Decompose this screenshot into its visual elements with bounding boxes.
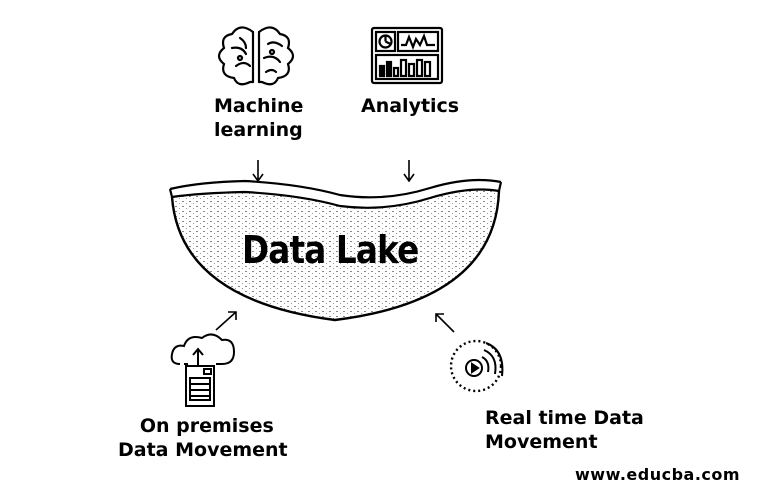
- on-premises-line1: On premises: [139, 415, 274, 437]
- analytics-label: Analytics: [361, 94, 459, 118]
- brain-icon: [217, 26, 295, 86]
- analytics-line1: Analytics: [361, 95, 460, 117]
- dashboard-icon: [370, 26, 444, 85]
- streaming-icon: [449, 339, 504, 393]
- arrow-ml-down: [252, 160, 264, 183]
- data-lake-title: Data Lake: [242, 228, 419, 272]
- cloud-server-icon: [170, 333, 236, 407]
- on-premises-line2: Data Movement: [118, 439, 288, 461]
- machine-learning-label: Machine learning: [214, 94, 303, 142]
- arrow-onprem-up: [215, 311, 237, 331]
- arrow-realtime-up: [435, 313, 455, 333]
- machine-learning-line2: learning: [214, 119, 303, 141]
- arrow-analytics-down: [403, 160, 415, 183]
- real-time-label: Real time Data Movement: [485, 406, 644, 454]
- watermark: www.educba.com: [575, 465, 741, 484]
- real-time-line2: Movement: [485, 431, 598, 453]
- real-time-line1: Real time Data: [485, 407, 644, 429]
- on-premises-label: On premises Data Movement: [118, 414, 288, 462]
- machine-learning-line1: Machine: [214, 95, 304, 117]
